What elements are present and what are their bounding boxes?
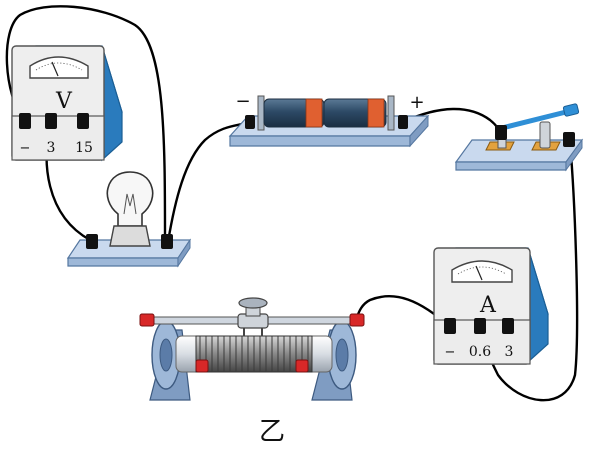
ammeter-terminal-0.6-label: 0.6 bbox=[469, 344, 491, 360]
battery: − + bbox=[228, 91, 430, 148]
ammeter-terminal-3[interactable] bbox=[502, 318, 514, 334]
voltmeter-terminal-neg-label: − bbox=[20, 141, 31, 156]
rheostat-terminal-bottom-right[interactable] bbox=[295, 359, 309, 373]
battery-positive-label: + bbox=[409, 92, 424, 113]
voltmeter-terminal-15[interactable] bbox=[77, 113, 89, 129]
lamp-bulb bbox=[106, 171, 154, 227]
switch-handle bbox=[562, 103, 580, 117]
voltmeter-terminals bbox=[19, 113, 89, 129]
ammeter-terminal-3-label: 3 bbox=[505, 344, 514, 360]
switch[interactable] bbox=[454, 103, 584, 172]
ammeter-terminal-neg[interactable] bbox=[444, 318, 456, 334]
battery-terminal-neg[interactable] bbox=[245, 115, 255, 129]
voltmeter-terminal-neg[interactable] bbox=[19, 113, 31, 129]
battery-negative-label: − bbox=[235, 91, 250, 112]
wire-lamp-to-battery bbox=[166, 120, 252, 244]
rheostat bbox=[139, 297, 365, 401]
switch-terminal-right[interactable] bbox=[563, 132, 575, 147]
rheostat-terminal-bottom-left[interactable] bbox=[195, 359, 209, 373]
voltmeter-terminal-3-label: 3 bbox=[47, 140, 56, 156]
voltmeter-terminal-3[interactable] bbox=[45, 113, 57, 129]
lamp bbox=[66, 171, 192, 268]
switch-terminal-left[interactable] bbox=[495, 125, 507, 140]
rheostat-slider-knob[interactable] bbox=[238, 297, 268, 309]
ammeter: A − 0.6 3 bbox=[433, 247, 549, 365]
lamp-terminal-right[interactable] bbox=[161, 234, 173, 249]
wire-voltmeter-neg-to-lamp bbox=[5, 5, 167, 242]
lamp-terminal-left[interactable] bbox=[86, 234, 98, 249]
switch-lever bbox=[499, 109, 569, 131]
battery-terminal-pos[interactable] bbox=[398, 115, 408, 129]
voltmeter-terminal-15-label: 15 bbox=[75, 140, 93, 156]
voltmeter: V − 3 15 bbox=[11, 45, 123, 162]
ammeter-terminals bbox=[444, 318, 514, 334]
lamp-socket bbox=[109, 225, 151, 247]
ammeter-terminal-0.6[interactable] bbox=[474, 318, 486, 334]
voltmeter-symbol: V bbox=[55, 89, 73, 114]
ammeter-terminal-neg-label: − bbox=[445, 345, 456, 360]
ammeter-symbol: A bbox=[479, 293, 497, 318]
rheostat-terminal-top-right[interactable] bbox=[349, 313, 365, 327]
figure-label: 乙 bbox=[259, 417, 285, 447]
rheostat-terminal-top-left[interactable] bbox=[139, 313, 155, 327]
